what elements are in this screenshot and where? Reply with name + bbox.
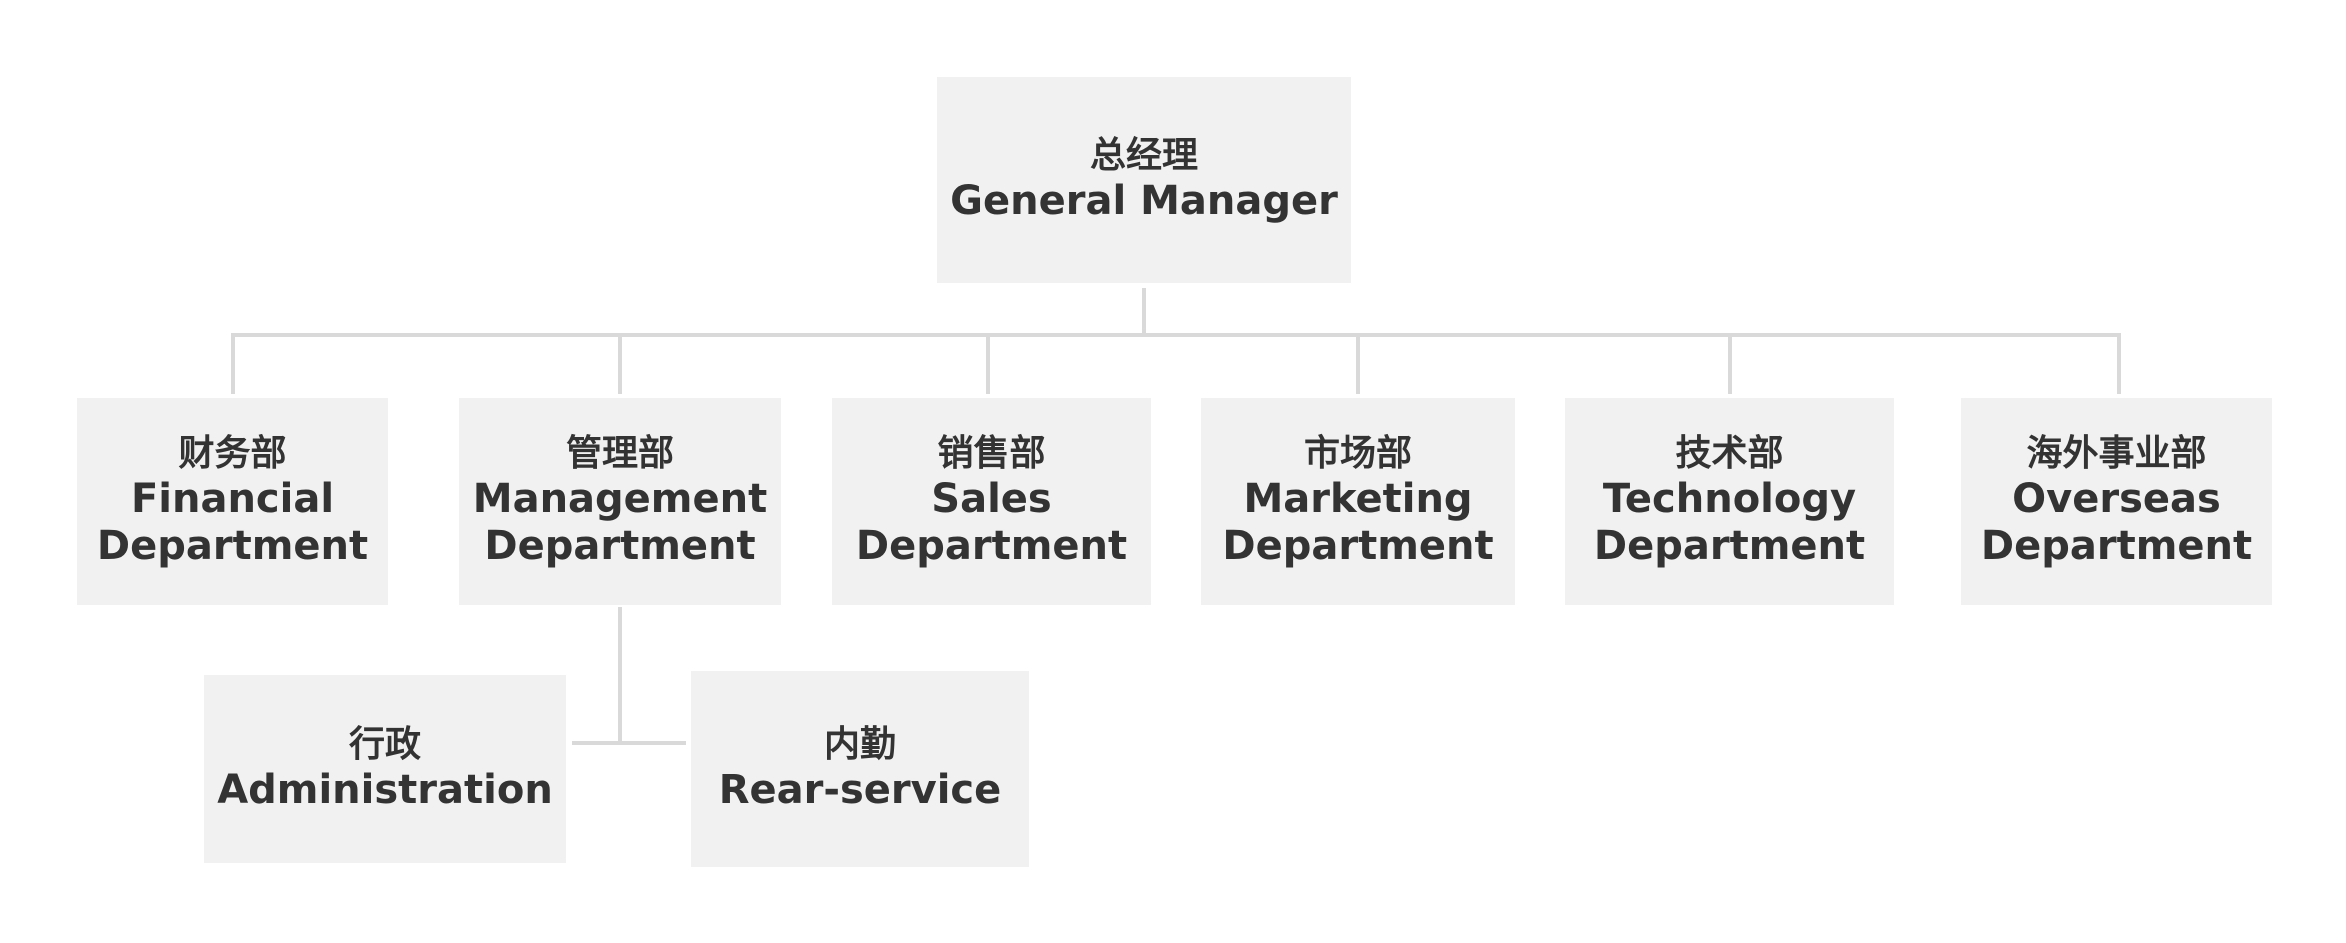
sales-department-en-label: Sales Department xyxy=(855,475,1128,569)
sales-department-zh-label: 销售部 xyxy=(937,433,1046,475)
administration-zh-label: 行政 xyxy=(348,724,421,766)
rear-service-node: 内勤 Rear-service xyxy=(691,671,1029,867)
management-department-zh-label: 管理部 xyxy=(565,433,674,475)
rear-service-zh-label: 内勤 xyxy=(823,724,896,766)
management-department-node: 管理部 Management Department xyxy=(459,398,781,605)
technology-department-node: 技术部 Technology Department xyxy=(1565,398,1894,605)
financial-department-zh-label: 财务部 xyxy=(178,433,287,475)
marketing-department-node: 市场部 Marketing Department xyxy=(1201,398,1515,605)
marketing-department-zh-label: 市场部 xyxy=(1303,433,1412,475)
administration-en-label: Administration xyxy=(217,766,553,813)
financial-department-node: 财务部 Financial Department xyxy=(77,398,388,605)
rear-service-en-label: Rear-service xyxy=(718,766,1002,813)
technology-department-en-label: Technology Department xyxy=(1593,475,1866,569)
overseas-department-node: 海外事业部 Overseas Department xyxy=(1961,398,2272,605)
administration-node: 行政 Administration xyxy=(204,675,566,863)
general-manager-node: 总经理 General Manager xyxy=(937,77,1351,283)
overseas-department-en-label: Overseas Department xyxy=(1980,475,2253,569)
overseas-department-zh-label: 海外事业部 xyxy=(2026,433,2207,475)
sales-department-node: 销售部 Sales Department xyxy=(832,398,1151,605)
management-department-en-label: Management Department xyxy=(472,475,768,569)
marketing-department-en-label: Marketing Department xyxy=(1222,475,1494,569)
technology-department-zh-label: 技术部 xyxy=(1675,433,1784,475)
general-manager-en-label: General Manager xyxy=(950,177,1338,224)
general-manager-zh-label: 总经理 xyxy=(1089,135,1198,177)
financial-department-en-label: Financial Department xyxy=(96,475,369,569)
